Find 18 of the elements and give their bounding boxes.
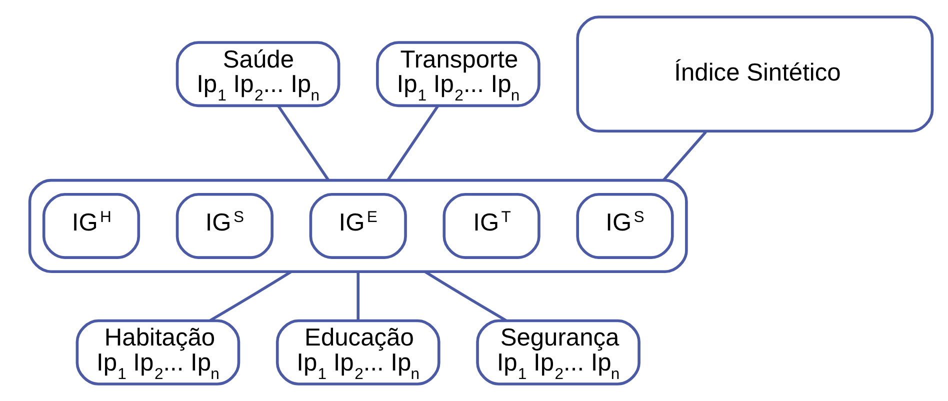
node-box: Habitação Ip$_{1}$ Ip$_{2}$... Ip$_{n}$ xyxy=(76,319,240,386)
node-box: Educação Ip$_{1}$ Ip$_{2}$... Ip$_{n}$ xyxy=(276,319,440,386)
connector xyxy=(356,272,360,321)
connector xyxy=(210,270,292,322)
connector xyxy=(277,105,330,182)
node-box: IG$^{S}$ xyxy=(576,192,674,259)
node-box: IG$^{T}$ xyxy=(442,192,540,259)
connector xyxy=(662,131,707,182)
node-box: Índice Sintético xyxy=(576,16,934,133)
node-box: IG$^{S}$ xyxy=(176,192,274,259)
node-box: Transporte Ip$_{1}$ Ip$_{2}$... Ip$_{n}$ xyxy=(376,41,540,108)
connector xyxy=(424,270,507,322)
cluster xyxy=(28,178,688,274)
node-box: Segurança Ip$_{1}$ Ip$_{2}$... Ip$_{n}$ xyxy=(476,319,640,386)
node-box: Saúde Ip$_{1}$ Ip$_{2}$... Ip$_{n}$ xyxy=(176,41,340,108)
node-box: IG$^{H}$ xyxy=(42,192,140,259)
node-box: IG$^{E}$ xyxy=(309,192,407,259)
connector xyxy=(386,105,440,182)
